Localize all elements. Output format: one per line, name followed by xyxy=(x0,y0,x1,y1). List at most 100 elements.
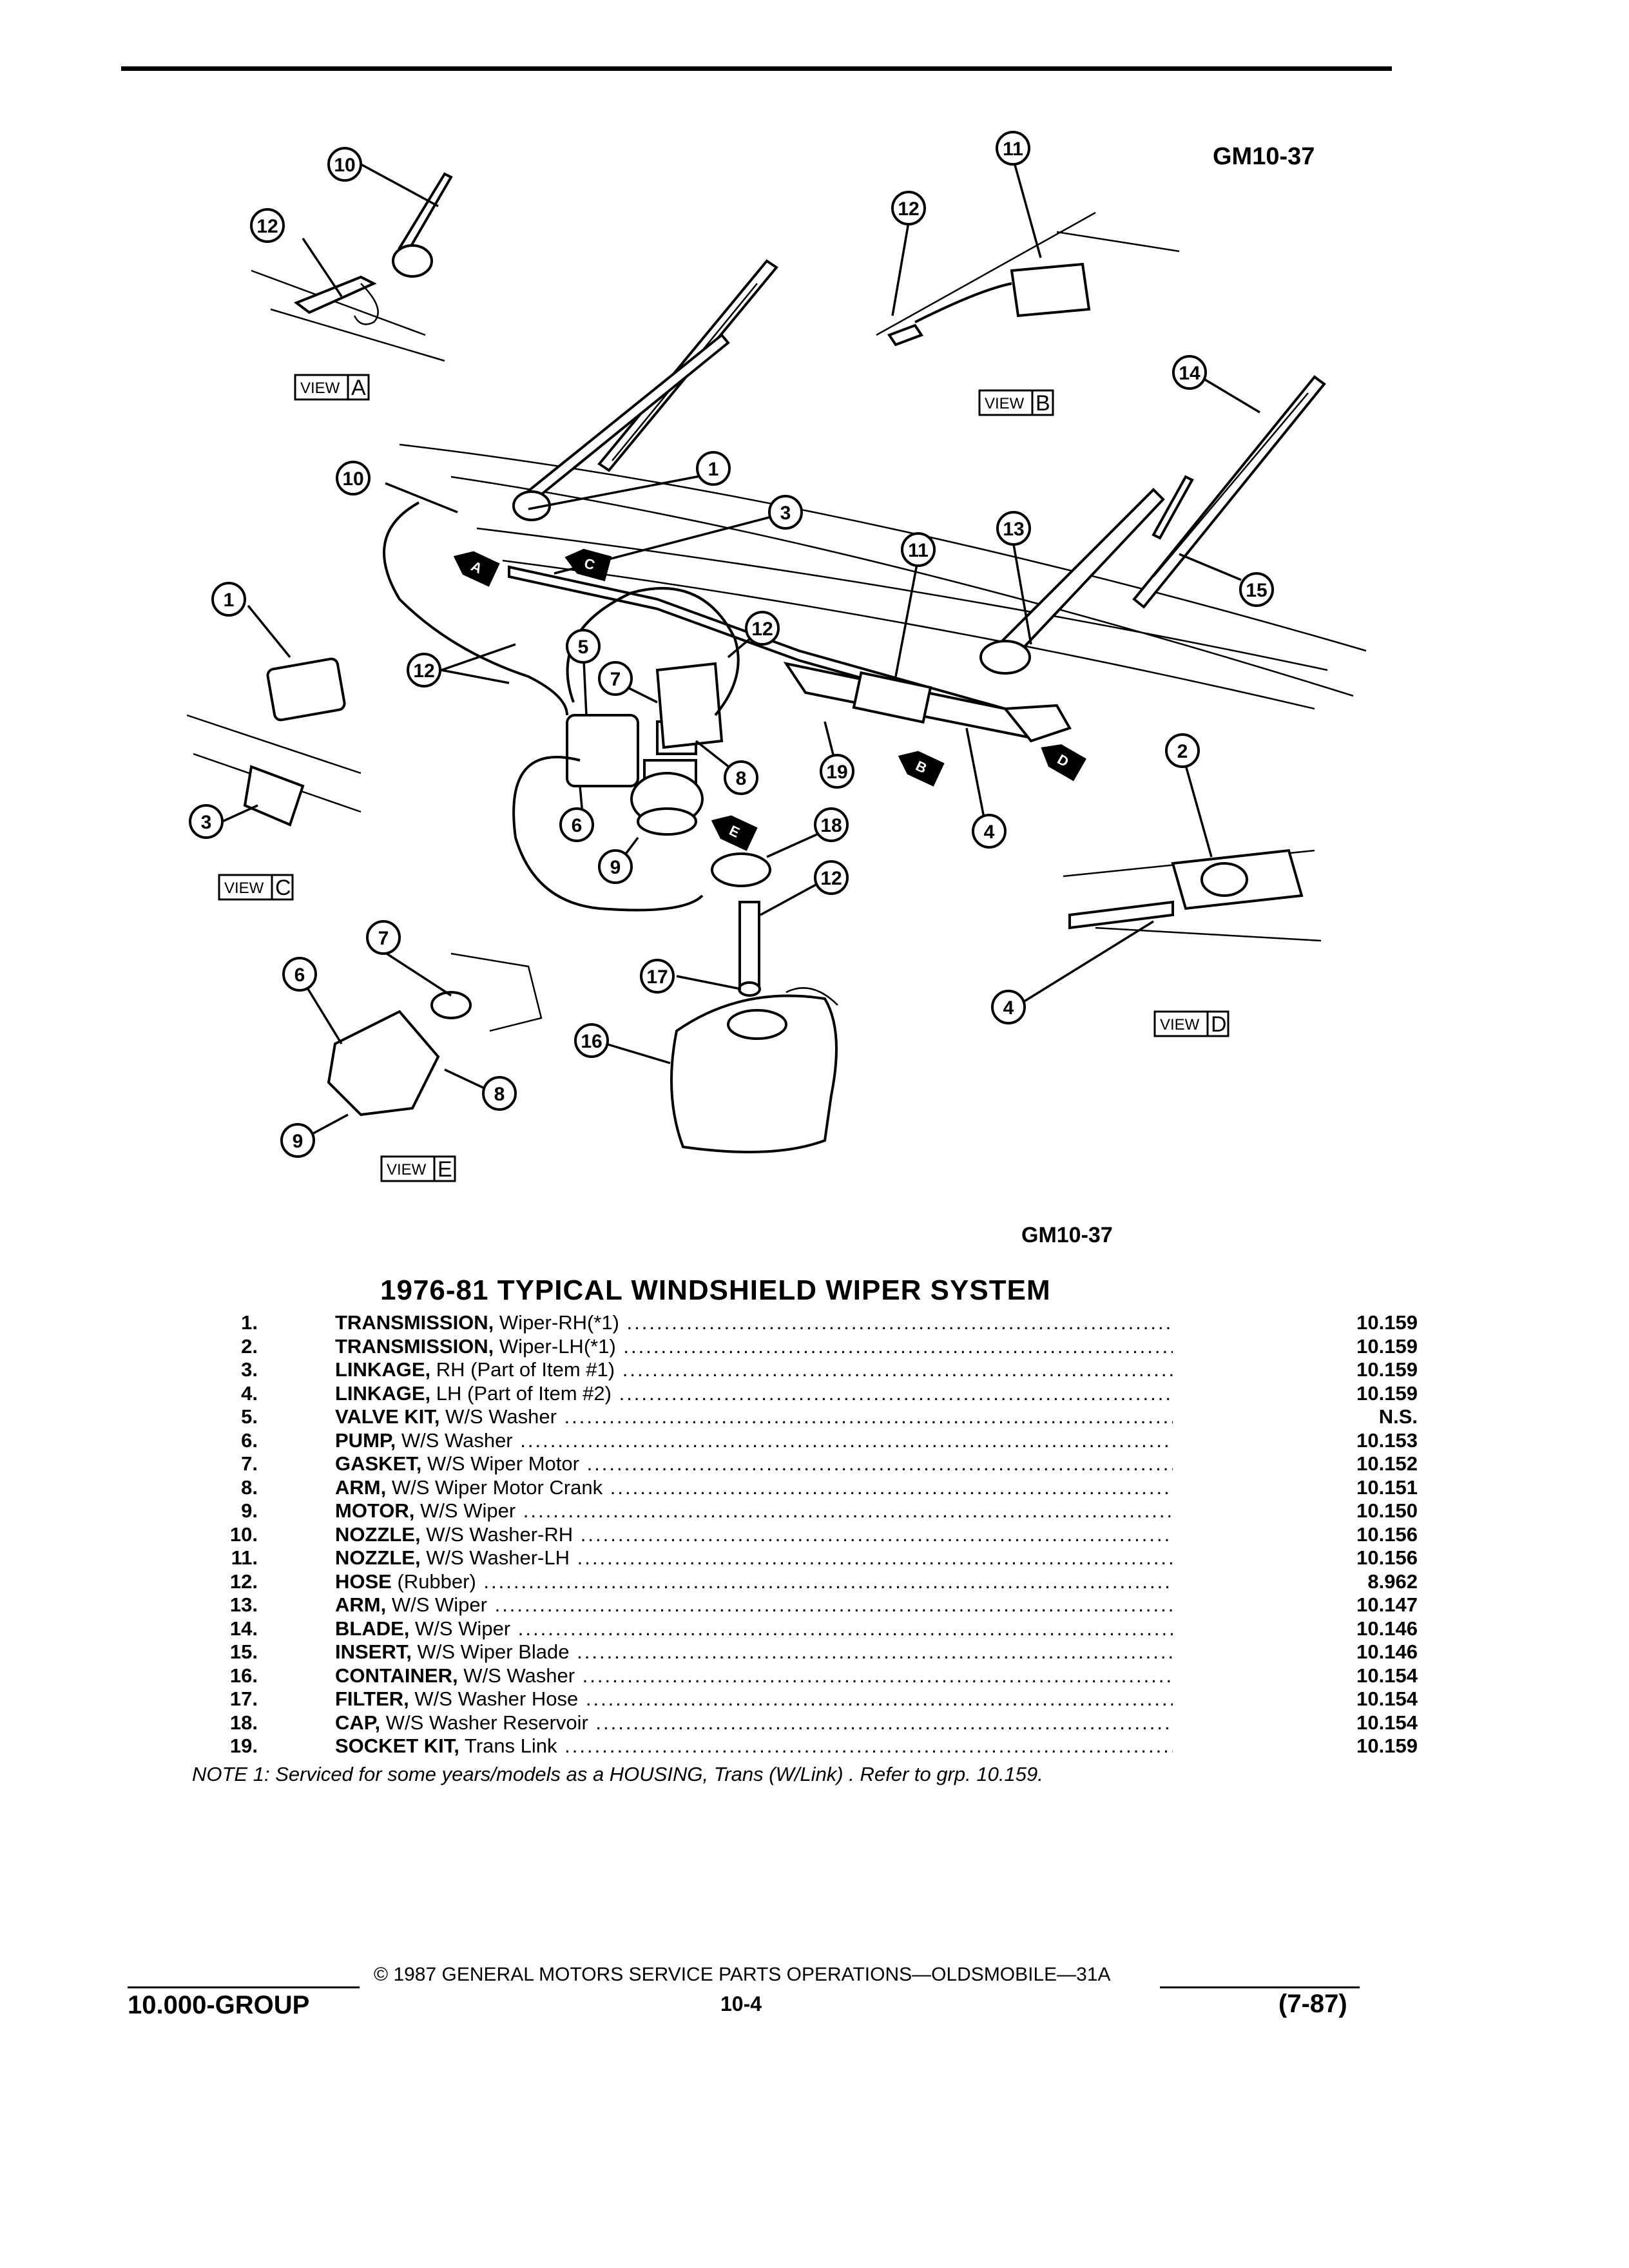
leader-dots: ........................................… xyxy=(623,1334,1173,1358)
parts-row: 2.TRANSMISSION, Wiper-LH(*1) ...........… xyxy=(180,1335,1418,1359)
figure-code: GM10-37 xyxy=(1213,143,1315,170)
item-detail: W/S Washer xyxy=(401,1428,513,1452)
item-group-number: 10.159 xyxy=(1356,1358,1418,1381)
windshield-edge-2 xyxy=(450,476,1354,697)
parts-row: 8.ARM, W/S Wiper Motor Crank ...........… xyxy=(180,1475,1418,1500)
cowl-line xyxy=(476,527,1328,671)
parts-row: 3.LINKAGE, RH (Part of Item #1) ........… xyxy=(180,1358,1418,1382)
item-number: 5. xyxy=(241,1405,258,1428)
parts-row: 12.HOSE (Rubber) .......................… xyxy=(180,1570,1418,1594)
svg-text:VIEW: VIEW xyxy=(387,1161,427,1178)
item-group-number: 10.159 xyxy=(1356,1735,1418,1757)
leader-dots: ........................................… xyxy=(626,1311,1173,1334)
item-number: 3. xyxy=(241,1358,258,1381)
parts-row: 17.FILTER, W/S Washer Hose .............… xyxy=(180,1687,1418,1711)
leader-dots: ........................................… xyxy=(564,1735,1173,1757)
svg-text:12: 12 xyxy=(751,619,773,640)
svg-text:6: 6 xyxy=(572,815,583,836)
item-detail: W/S Wiper Blade xyxy=(417,1640,570,1663)
item-group-number: 10.150 xyxy=(1356,1499,1418,1522)
revision-date: (7-87) xyxy=(1278,1990,1347,2018)
svg-text:A: A xyxy=(351,376,366,400)
footnote: NOTE 1: Serviced for some years/models a… xyxy=(192,1763,1043,1785)
windshield-edge xyxy=(399,443,1367,652)
page-number: 10-4 xyxy=(720,1992,762,2015)
parts-row: 4.LINKAGE, LH (Part of Item #2) ........… xyxy=(180,1381,1418,1406)
item-group-number: 10.147 xyxy=(1356,1593,1418,1616)
item-number: 11. xyxy=(231,1546,258,1569)
item-number: 15. xyxy=(229,1640,258,1663)
leader-dots: ........................................… xyxy=(577,1640,1173,1663)
callout-7-main: 7 xyxy=(598,661,633,696)
item-number: 13. xyxy=(229,1593,258,1616)
leader-dots: ........................................… xyxy=(523,1499,1173,1522)
svg-text:10: 10 xyxy=(334,155,355,176)
item-description: SOCKET KIT, Trans Link .................… xyxy=(335,1735,1173,1758)
parts-row: 1.TRANSMISSION, Wiper-RH(*1) ...........… xyxy=(180,1311,1418,1335)
item-name: NOZZLE, xyxy=(335,1523,421,1546)
svg-text:8: 8 xyxy=(494,1084,505,1105)
item-name: TRANSMISSION, xyxy=(335,1334,494,1358)
callout-3-view-c: 3 xyxy=(189,804,224,839)
item-description: PUMP, W/S Washer .......................… xyxy=(335,1429,1173,1453)
item-group-number: 10.151 xyxy=(1356,1475,1418,1499)
svg-text:6: 6 xyxy=(294,965,305,986)
svg-text:3: 3 xyxy=(780,503,791,524)
svg-text:9: 9 xyxy=(610,857,621,878)
group-number: 10.000-GROUP xyxy=(128,1991,310,2019)
callout-7-view-e: 7 xyxy=(366,920,401,955)
view-c-detail xyxy=(186,657,361,827)
callout-16: 16 xyxy=(574,1023,609,1058)
item-name: ARM, xyxy=(335,1593,387,1616)
item-name: ARM, xyxy=(335,1475,387,1499)
callout-12-view-b: 12 xyxy=(891,191,926,226)
item-group-number: 10.156 xyxy=(1356,1523,1418,1546)
footer-rule-right xyxy=(1160,1986,1360,1988)
svg-text:1: 1 xyxy=(224,590,235,611)
svg-text:12: 12 xyxy=(898,198,919,220)
leader-dots: ........................................… xyxy=(564,1405,1173,1428)
view-d-detail xyxy=(1063,849,1322,942)
item-name: CONTAINER, xyxy=(335,1664,458,1687)
svg-text:15: 15 xyxy=(1246,580,1267,601)
item-description: VALVE KIT, W/S Washer ..................… xyxy=(335,1405,1173,1429)
item-number: 19. xyxy=(229,1735,258,1757)
leader-dots: ........................................… xyxy=(580,1523,1173,1546)
callout-9-main: 9 xyxy=(598,849,633,884)
svg-text:2: 2 xyxy=(1177,741,1188,762)
view-direction-arrows: A C B D E xyxy=(453,548,1086,851)
reservoir-cap-part xyxy=(711,852,771,887)
callout-8-view-e: 8 xyxy=(482,1076,517,1111)
item-detail: W/S Washer-RH xyxy=(426,1523,574,1546)
item-detail: W/S Washer xyxy=(445,1405,557,1428)
item-detail: W/S Washer Reservoir xyxy=(385,1711,588,1734)
callout-10-main: 10 xyxy=(336,461,371,495)
item-detail: W/S Wiper Motor xyxy=(427,1452,579,1475)
item-description: HOSE (Rubber) ..........................… xyxy=(335,1570,1173,1594)
item-group-number: 10.159 xyxy=(1356,1334,1418,1358)
item-description: TRANSMISSION, Wiper-LH(*1) .............… xyxy=(335,1335,1173,1359)
callout-12-view-a: 12 xyxy=(250,208,285,243)
item-number: 6. xyxy=(241,1428,258,1452)
svg-text:C: C xyxy=(275,876,291,900)
wiper-motor-assembly xyxy=(566,662,724,836)
parts-list: 1.TRANSMISSION, Wiper-RH(*1) ...........… xyxy=(180,1311,1418,1758)
svg-text:8: 8 xyxy=(736,768,747,789)
svg-text:D: D xyxy=(1211,1012,1227,1037)
item-name: INSERT, xyxy=(335,1640,412,1663)
item-number: 17. xyxy=(229,1687,258,1710)
svg-text:VIEW: VIEW xyxy=(985,395,1025,412)
item-group-number: 10.146 xyxy=(1356,1617,1418,1640)
item-detail: W/S Washer xyxy=(463,1664,575,1687)
item-detail: LH (Part of Item #2) xyxy=(436,1381,612,1405)
svg-text:12: 12 xyxy=(413,660,434,682)
callout-12-main-left: 12 xyxy=(407,653,441,687)
callout-19: 19 xyxy=(820,754,854,789)
item-name: GASKET, xyxy=(335,1452,422,1475)
washer-hose-lower xyxy=(512,756,704,912)
item-name: NOZZLE, xyxy=(335,1546,421,1569)
svg-text:7: 7 xyxy=(610,669,621,690)
item-name: HOSE xyxy=(335,1570,392,1593)
view-e-detail xyxy=(327,952,543,1117)
